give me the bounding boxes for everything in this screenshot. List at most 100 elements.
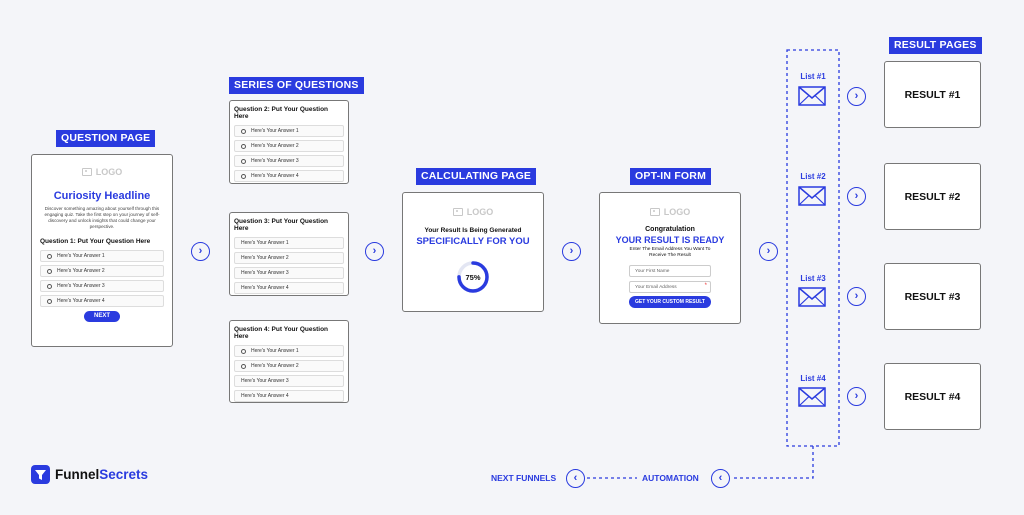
answer-option[interactable]: Here's Your Answer 4 [234,390,344,402]
question-page-label: QUESTION PAGE [56,130,156,147]
logo-text: LOGO [95,167,123,177]
congratulation-title: Congratulation [645,226,695,233]
chevron-right-icon: › [562,242,581,261]
answer-option[interactable]: Here's Your Answer 1 [234,345,344,357]
answer-text: Here's Your Answer 4 [251,173,299,179]
answer-text: Here's Your Answer 1 [57,253,105,259]
image-icon [81,168,92,176]
first-name-field[interactable]: Your First Name [629,265,711,277]
required-marker: * [704,283,707,289]
calculating-page-card: LOGO Your Result Is Being Generated SPEC… [402,192,544,312]
specifically-text: SPECIFICALLY FOR YOU [416,236,530,247]
chevron-right-icon: › [191,242,210,261]
answer-option[interactable]: Here's Your Answer 2 [234,140,344,152]
logo-placeholder: LOGO [40,167,164,177]
list-2-label: List #2 [800,172,826,181]
automation-label: AUTOMATION [642,473,699,483]
result-1-box: RESULT #1 [884,61,981,128]
question-title: Question 1: Put Your Question Here [40,238,151,245]
answer-text: Here's Your Answer 3 [241,270,289,276]
chevron-left-icon: ‹ [566,469,585,488]
next-funnels-label: NEXT FUNNELS [491,473,557,483]
generating-text: Your Result Is Being Generated [424,227,522,234]
brand-name-part2: Secrets [99,467,149,482]
question-page-card: LOGO Curiosity Headline Discover somethi… [31,154,173,347]
chevron-right-icon: › [847,87,866,106]
logo-placeholder: LOGO [608,207,732,217]
question-3-card: Question 3: Put Your Question Here Here'… [229,212,349,296]
list-1-label: List #1 [800,72,826,81]
progress-arc [457,261,489,293]
answer-text: Here's Your Answer 1 [241,240,289,246]
answer-option[interactable]: Here's Your Answer 4 [234,282,344,294]
chevron-right-icon: › [847,387,866,406]
answer-option[interactable]: Here's Your Answer 3 [234,155,344,167]
result-4-box: RESULT #4 [884,363,981,430]
chevron-right-icon: › [847,287,866,306]
result-3-box: RESULT #3 [884,263,981,330]
answer-text: Here's Your Answer 1 [251,348,299,354]
answer-option[interactable]: Here's Your Answer 3 [234,267,344,279]
question-4-card: Question 4: Put Your Question Here Here'… [229,320,349,403]
radio-icon [241,128,246,134]
optin-subtext: Enter The Email Address You Want To Rece… [629,247,711,258]
opt-in-form-card: LOGO Congratulation YOUR RESULT IS READY… [599,192,741,324]
envelope-icon [798,186,826,206]
envelope-icon [798,287,826,307]
logo-text: LOGO [466,207,494,217]
answer-option[interactable]: Here's Your Answer 2 [40,265,164,277]
answer-option[interactable]: Here's Your Answer 2 [234,360,344,372]
logo-text: LOGO [663,207,691,217]
answer-text: Here's Your Answer 2 [241,255,289,261]
list-3-label: List #3 [800,274,826,283]
radio-icon [47,253,52,259]
answer-text: Here's Your Answer 4 [241,285,289,291]
list-4-label: List #4 [800,374,826,383]
progress-label: 75% [465,272,481,282]
answer-text: Here's Your Answer 3 [251,158,299,164]
progress-ring: 75% [456,260,490,294]
question-title: Question 2: Put Your Question Here [234,106,329,120]
radio-icon [241,143,246,149]
answer-text: Here's Your Answer 2 [57,268,105,274]
answer-option[interactable]: Here's Your Answer 1 [40,250,164,262]
answer-text: Here's Your Answer 4 [241,393,289,399]
answer-option[interactable]: Here's Your Answer 1 [234,125,344,137]
answer-option[interactable]: Here's Your Answer 3 [40,280,164,292]
image-icon [649,208,660,216]
answer-option[interactable]: Here's Your Answer 1 [234,237,344,249]
radio-icon [241,348,246,354]
answer-text: Here's Your Answer 3 [241,378,289,384]
logo-placeholder: LOGO [409,207,537,217]
get-custom-result-button[interactable]: GET YOUR CUSTOM RESULT [629,296,711,308]
next-button[interactable]: NEXT [84,311,120,322]
opt-in-form-label: OPT-IN FORM [630,168,712,185]
radio-icon [241,173,246,179]
email-placeholder: Your Email Address [635,285,677,290]
automation-connector [731,446,814,479]
brand-logo: FunnelSecrets [31,465,148,484]
answer-option[interactable]: Here's Your Answer 4 [40,295,164,307]
envelope-icon [798,86,826,106]
envelope-icon [798,387,826,407]
answer-option[interactable]: Here's Your Answer 3 [234,375,344,387]
result-ready-headline: YOUR RESULT IS READY [615,235,725,245]
chevron-left-icon: ‹ [711,469,730,488]
radio-icon [241,363,246,369]
brand-name-part1: Funnel [55,467,100,482]
answer-option[interactable]: Here's Your Answer 2 [234,252,344,264]
answer-option[interactable]: Here's Your Answer 4 [234,170,344,182]
funnel-logo-icon [31,465,50,484]
result-pages-label: RESULT PAGES [889,37,982,54]
brand-name: FunnelSecrets [55,467,148,482]
answer-text: Here's Your Answer 3 [57,283,105,289]
question-2-card: Question 2: Put Your Question Here Here'… [229,100,349,184]
series-of-questions-label: SERIES OF QUESTIONS [229,77,364,94]
chevron-right-icon: › [847,187,866,206]
calculating-page-label: CALCULATING PAGE [416,168,537,185]
email-field[interactable]: Your Email Address * [629,281,711,293]
radio-icon [241,158,246,164]
chevron-right-icon: › [759,242,778,261]
radio-icon [47,298,52,304]
